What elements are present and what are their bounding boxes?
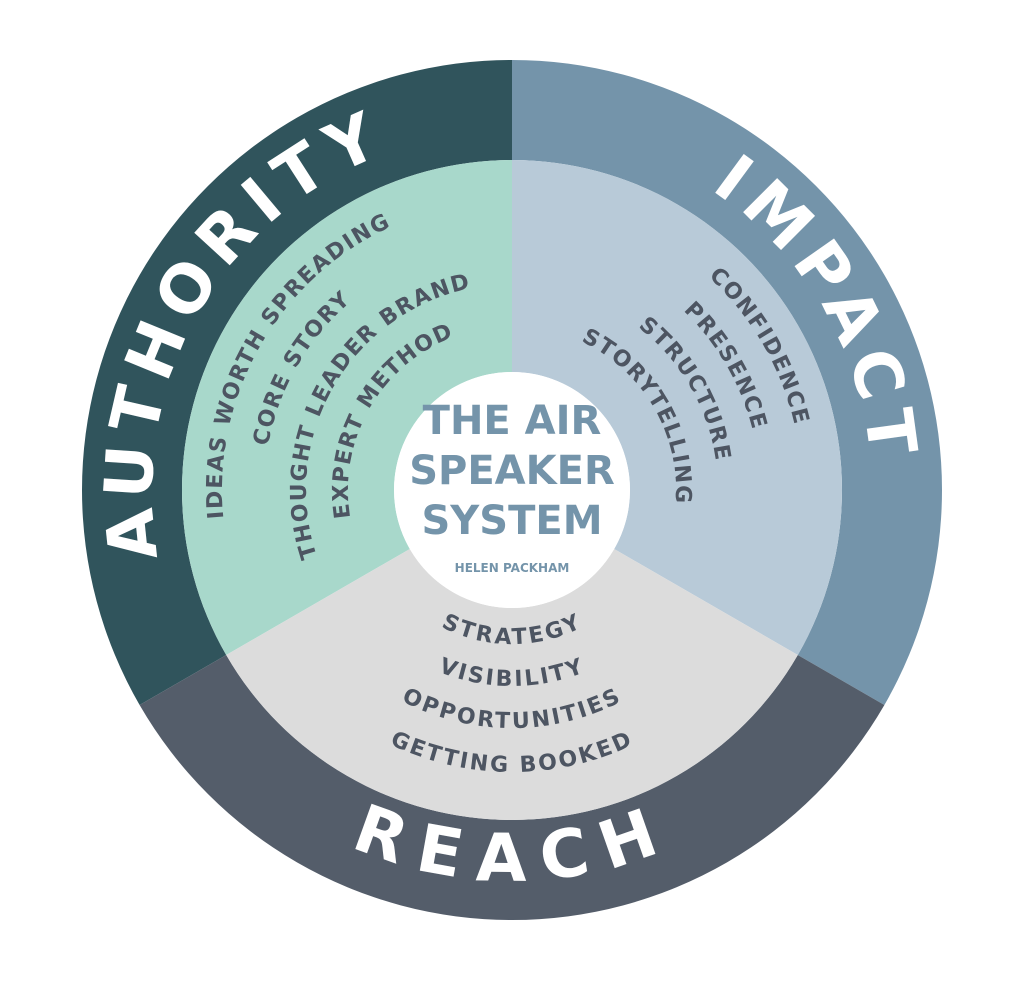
impact-inner-segment — [512, 160, 842, 655]
center-title-line-3: SYSTEM — [422, 498, 603, 544]
center-author: HELEN PACKHAM — [455, 561, 570, 575]
center-title-line-2: SPEAKER — [409, 448, 615, 494]
center-circle — [394, 372, 630, 608]
reach-outer-segment — [139, 655, 885, 920]
inner-ring — [181, 160, 842, 820]
center-title-line-1: THE AIR — [423, 398, 602, 444]
impact-outer-segment — [512, 60, 942, 705]
outer-ring — [82, 60, 942, 920]
authority-inner-segment — [181, 160, 512, 655]
reach-inner-segment — [226, 549, 798, 820]
center-hub: THE AIR SPEAKER SYSTEM HELEN PACKHAM — [394, 372, 630, 608]
authority-outer-segment — [82, 60, 512, 705]
